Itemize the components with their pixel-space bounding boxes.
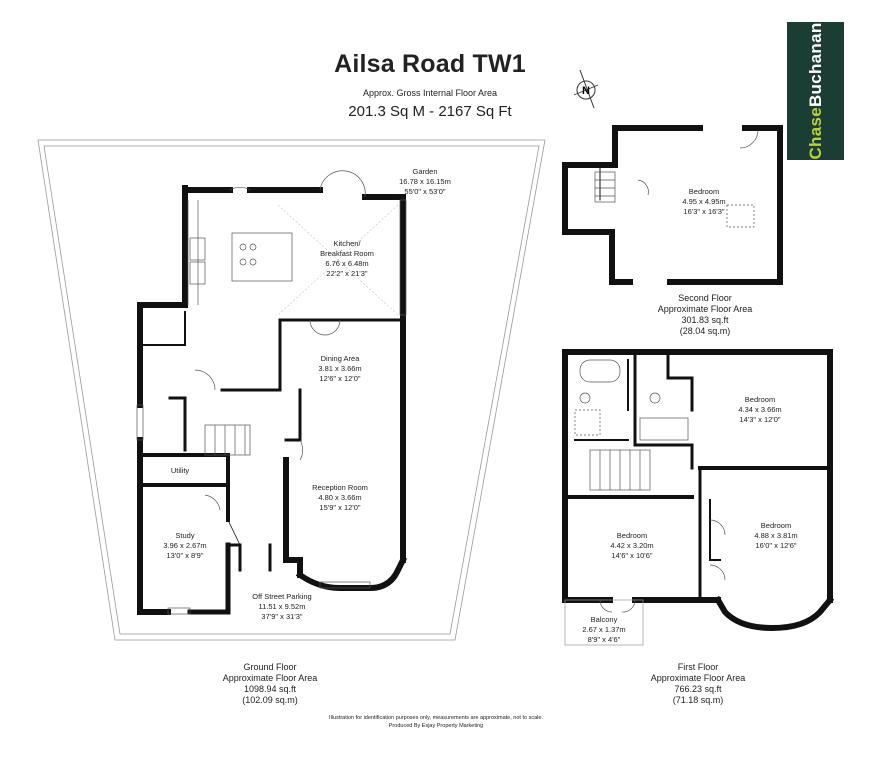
room-dining-imperial: 12'6" x 12'0" — [319, 374, 360, 383]
room-first-bed-b-imperial: 14'6" x 10'6" — [611, 551, 652, 560]
room-second-bedroom-metric: 4.95 x 4.95m — [682, 197, 725, 206]
room-garden-metric: 16.78 x 16.15m — [399, 177, 451, 186]
second-floor-caption-text: Approximate Floor Area — [657, 304, 753, 314]
room-study-metric: 3.96 x 2.67m — [163, 541, 206, 550]
room-balcony-name: Balcony — [591, 615, 618, 624]
ground-floor-sqm: (102.09 sq.m) — [242, 695, 298, 705]
second-floor-walls — [562, 125, 783, 285]
room-first-bed-b-metric: 4.42 x 3.20m — [610, 541, 653, 550]
room-first-bed-a-imperial: 14'3" x 12'0" — [739, 415, 780, 424]
room-parking: Off Street Parking 11.51 x 9.52m 37'9" x… — [252, 592, 311, 621]
room-garden-name: Garden — [412, 167, 437, 176]
kitchen-island — [231, 232, 293, 282]
ground-floor-caption: Ground Floor Approximate Floor Area 1098… — [180, 662, 360, 706]
room-study: Study 3.96 x 2.67m 13'0" x 8'9" — [163, 531, 206, 560]
ground-floor-windows — [136, 199, 407, 615]
compass-letter: N — [582, 85, 590, 97]
room-dining: Dining Area 3.81 x 3.66m 12'6" x 12'0" — [318, 354, 361, 383]
first-floor-sqm: (71.18 sq.m) — [672, 695, 724, 705]
page-title: Ailsa Road TW1 — [334, 50, 526, 78]
room-first-bed-a: Bedroom 4.34 x 3.66m 14'3" x 12'0" — [738, 395, 781, 424]
second-floor-caption: Second Floor Approximate Floor Area 301.… — [615, 293, 795, 337]
room-study-imperial: 13'0" x 8'9" — [167, 551, 204, 560]
room-study-name: Study — [175, 531, 194, 540]
second-floor-stairs — [594, 129, 759, 228]
ground-floor-stairs — [204, 424, 251, 456]
room-dining-name: Dining Area — [321, 354, 361, 363]
first-floor-fittings — [564, 359, 726, 646]
second-floor-name: Second Floor — [678, 293, 732, 303]
room-parking-imperial: 37'9" x 31'3" — [261, 612, 302, 621]
room-second-bedroom: Bedroom 4.95 x 4.95m 16'3" x 16'3" — [682, 187, 725, 216]
room-kitchen-metric: 6.76 x 6.48m — [325, 259, 368, 268]
total-area: 201.3 Sq M - 2167 Sq Ft — [348, 103, 512, 120]
second-floor-sqm: (28.04 sq.m) — [679, 326, 731, 336]
second-floor-sqft: 301.83 sq.ft — [681, 315, 729, 325]
ground-floor-name: Ground Floor — [243, 662, 297, 672]
room-parking-metric: 11.51 x 9.52m — [259, 602, 306, 611]
room-reception: Reception Room 4.80 x 3.66m 15'9" x 12'0… — [312, 483, 368, 512]
room-first-bed-b-name: Bedroom — [617, 531, 647, 540]
plot-boundary — [37, 139, 546, 641]
room-kitchen: Kitchen/ Breakfast Room 6.76 x 6.48m 22'… — [320, 239, 374, 278]
room-first-bed-c: Bedroom 4.88 x 3.81m 16'0" x 12'6" — [754, 521, 797, 550]
room-kitchen-name2: Breakfast Room — [320, 249, 374, 258]
room-garden-imperial: 55'0" x 53'0" — [404, 187, 445, 196]
footer-disclaimer: Illustration for identification purposes… — [329, 715, 543, 721]
ground-floor-doors — [194, 170, 366, 511]
room-balcony: Balcony 2.67 x 1.37m 8'9" x 4'6" — [582, 615, 625, 644]
room-utility: Utility — [171, 466, 190, 475]
first-floor-caption: First Floor Approximate Floor Area 766.2… — [608, 662, 788, 706]
room-first-bed-a-metric: 4.34 x 3.66m — [738, 405, 781, 414]
first-floor-caption-text: Approximate Floor Area — [650, 673, 746, 683]
ceiling-dash — [277, 204, 399, 316]
ground-floor-caption-text: Approximate Floor Area — [222, 673, 318, 683]
room-garden: Garden 16.78 x 16.15m 55'0" x 53'0" — [399, 167, 451, 196]
room-first-bed-a-name: Bedroom — [745, 395, 775, 404]
brand-logo: ChaseBuchanan — [787, 22, 844, 160]
room-reception-metric: 4.80 x 3.66m — [318, 493, 361, 502]
area-caption: Approx. Gross Internal Floor Area — [362, 88, 498, 98]
room-balcony-imperial: 8'9" x 4'6" — [588, 635, 621, 644]
room-second-bedroom-imperial: 16'3" x 16'3" — [683, 207, 724, 216]
ground-floor-sqft: 1098.94 sq.ft — [243, 684, 297, 694]
room-first-bed-c-imperial: 16'0" x 12'6" — [755, 541, 796, 550]
kitchen-sink — [189, 237, 206, 285]
room-second-bedroom-name: Bedroom — [689, 187, 719, 196]
room-balcony-metric: 2.67 x 1.37m — [582, 625, 625, 634]
room-kitchen-name: Kitchen/ — [333, 239, 361, 248]
room-reception-imperial: 15'9" x 12'0" — [319, 503, 360, 512]
room-parking-name: Off Street Parking — [252, 592, 311, 601]
room-first-bed-c-metric: 4.88 x 3.81m — [754, 531, 797, 540]
first-floor-name: First Floor — [677, 662, 719, 672]
compass-icon: N — [573, 69, 599, 109]
room-dining-metric: 3.81 x 3.66m — [318, 364, 361, 373]
first-floor-sqft: 766.23 sq.ft — [674, 684, 722, 694]
room-utility-name: Utility — [171, 466, 190, 475]
room-first-bed-b: Bedroom 4.42 x 3.20m 14'6" x 10'6" — [610, 531, 653, 560]
room-kitchen-imperial: 22'2" x 21'3" — [326, 269, 367, 278]
footer-credit: Produced By Esjay Property Marketing — [388, 723, 484, 729]
room-first-bed-c-name: Bedroom — [761, 521, 791, 530]
room-reception-name: Reception Room — [312, 483, 368, 492]
